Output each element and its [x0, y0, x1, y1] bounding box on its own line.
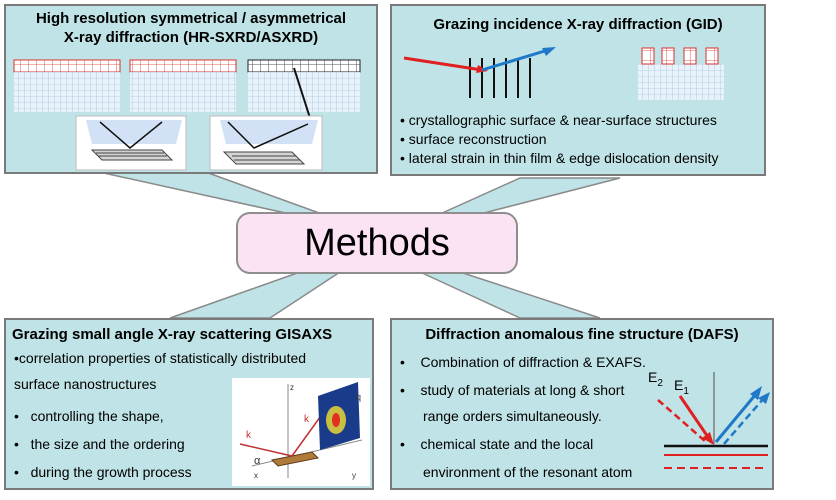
methods-center-box: Methods: [236, 212, 518, 274]
panel-title-line1: High resolution symmetrical / asymmetric…: [35, 10, 347, 27]
gid-island-4: [705, 47, 719, 65]
lattice-film-1: [13, 59, 121, 73]
panel-gid: Grazing incidence X-ray diffraction (GID…: [390, 4, 766, 176]
lattice-substrate-1: [14, 72, 120, 112]
panel-title: Diffraction anomalous fine structure (DA…: [425, 326, 739, 343]
lattice-film-2: [129, 59, 237, 73]
dafs-bullet-1: • Combination of diffraction & EXAFS.: [400, 354, 646, 370]
incident-beam: [403, 56, 483, 72]
panel-title: Grazing incidence X-ray diffraction (GID…: [433, 16, 723, 33]
lattice-substrate-2: [130, 72, 236, 112]
panel-title-line2: X-ray diffraction (HR-SXRD/ASXRD): [63, 29, 319, 46]
label-z: z: [290, 383, 294, 392]
gid-island-2: [661, 47, 675, 65]
gisaxs-bullet-2: • the size and the ordering: [14, 436, 185, 452]
gisaxs-bullet-1: • controlling the shape,: [14, 408, 164, 424]
dafs-bullet-3: • chemical state and the local: [400, 436, 594, 452]
gid-island-3: [683, 47, 697, 65]
gid-figures: [403, 47, 724, 100]
gisaxs-intro-line1: •correlation properties of statistically…: [14, 350, 307, 366]
label-e1: E1: [674, 377, 689, 397]
label-q: q: [356, 392, 361, 402]
panel-dafs: Diffraction anomalous fine structure (DA…: [390, 318, 774, 490]
connector-top-right: [439, 177, 621, 215]
label-y: y: [352, 471, 356, 480]
hr-sxrd-figures: [13, 59, 361, 171]
gid-island-1: [641, 47, 655, 65]
panel-hr-sxrd: High resolution symmetrical / asymmetric…: [4, 4, 378, 174]
gid-substrate: [638, 64, 724, 100]
lattice-film-3: [247, 59, 361, 73]
gisaxs-geometry-figure: k α k q z x y: [232, 378, 370, 486]
panel-gisaxs: Grazing small angle X-ray scattering GIS…: [4, 318, 374, 490]
connector-bottom-left: [169, 271, 343, 319]
diffracted-beam: [481, 48, 549, 72]
gid-bullet-2: • surface reconstruction: [400, 131, 547, 147]
gid-bullet-3: • lateral strain in thin film & edge dis…: [400, 150, 719, 166]
lattice-substrate-3: [248, 72, 360, 112]
gisaxs-intro-line2: surface nanostructures: [14, 376, 157, 392]
dislocation-line: [293, 67, 311, 119]
dafs-scheme: E2 E1: [648, 369, 770, 476]
panel-title: Grazing small angle X-ray scattering GIS…: [12, 326, 333, 343]
dafs-bullet-2: • study of materials at long & short: [400, 382, 625, 398]
connector-bottom-right: [419, 271, 601, 319]
gid-bullet-1: • crystallographic surface & near-surfac…: [400, 112, 717, 128]
label-ki: k: [246, 430, 252, 441]
label-kf: k: [304, 414, 310, 425]
label-x: x: [254, 471, 258, 480]
dafs-bullet-2-cont: range orders simultaneously.: [423, 408, 602, 424]
dafs-bullet-3-cont: environment of the resonant atom: [423, 464, 633, 480]
label-e2: E2: [648, 369, 663, 389]
gisaxs-bullet-3: • during the growth process: [14, 464, 192, 480]
label-alpha: α: [254, 455, 261, 467]
connector-top-left: [89, 169, 323, 215]
